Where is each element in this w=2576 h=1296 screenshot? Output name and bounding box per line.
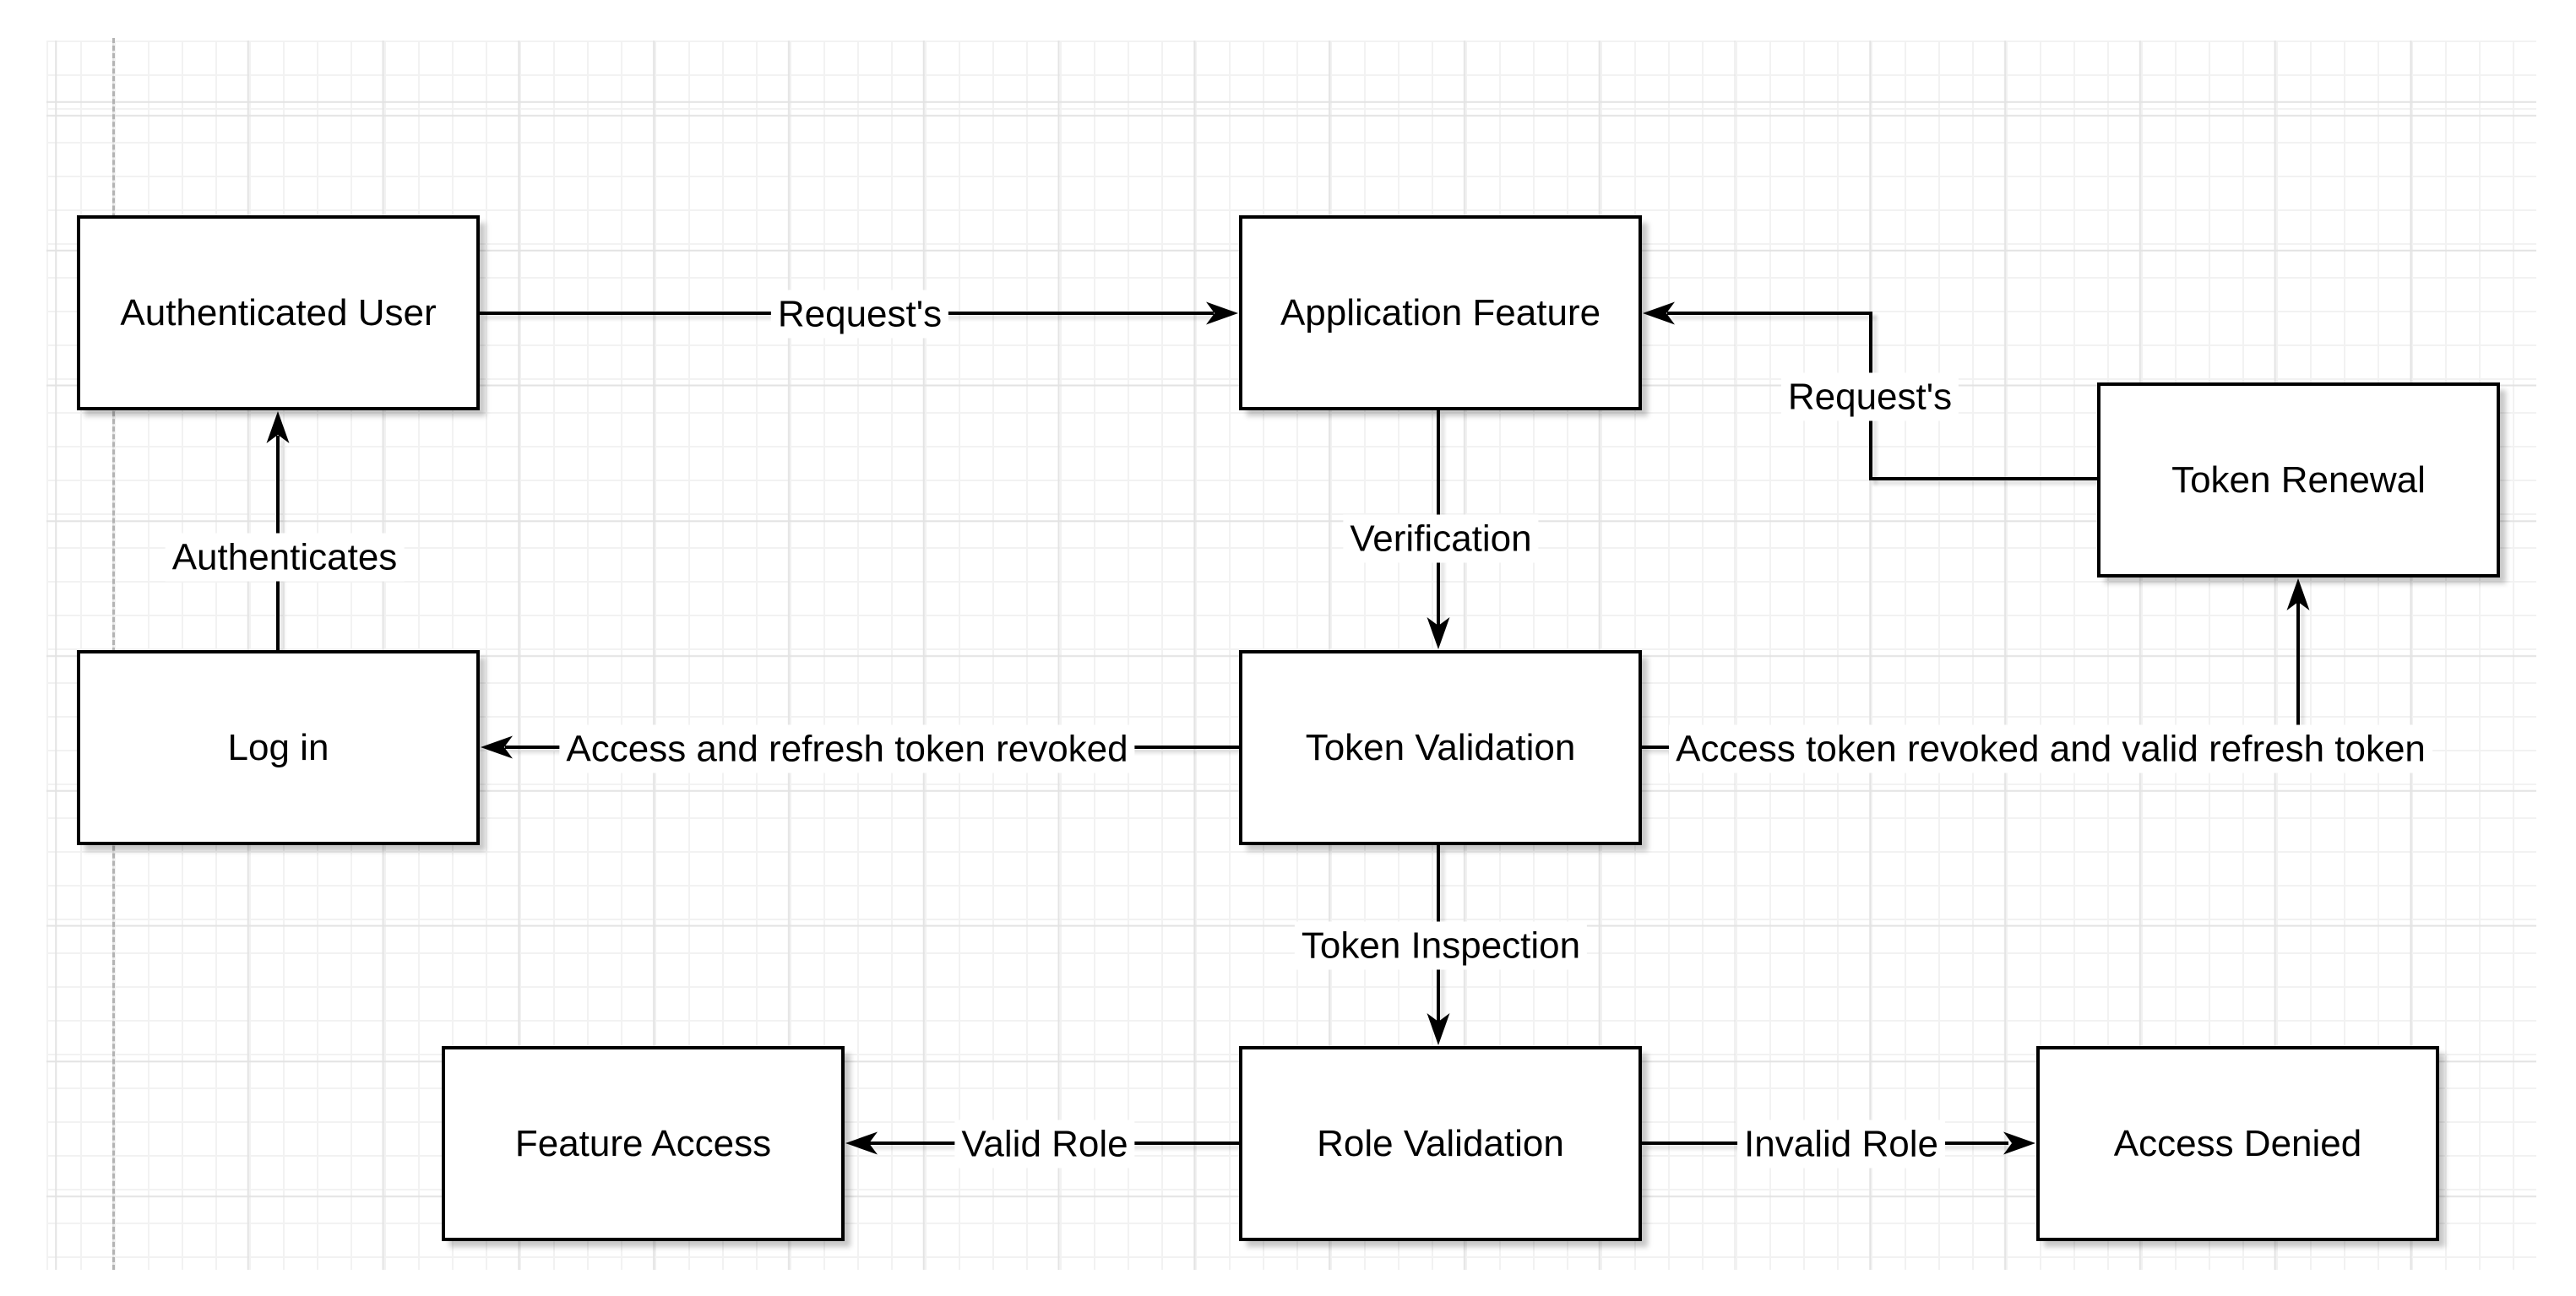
edge-label-requests-1: Request's [770, 290, 949, 339]
node-token-validation[interactable]: Token Validation [1239, 650, 1642, 845]
edge-user-requests-feature-arrowhead-icon [1205, 301, 1239, 326]
edge-label-access-refresh-revoked: Access and refresh token revoked [559, 724, 1135, 773]
node-role-validation[interactable]: Role Validation [1239, 1046, 1642, 1241]
edge-revoked-to-renewal-line-v [2296, 601, 2300, 749]
edge-token-inspection-arrowhead-icon [1426, 1012, 1451, 1046]
node-token-validation-label: Token Validation [1305, 726, 1576, 768]
edge-renewal-requests-line-h1 [1667, 312, 1872, 315]
node-feature-access-label: Feature Access [514, 1122, 772, 1164]
node-log-in-label: Log in [227, 726, 329, 768]
node-authenticated-user[interactable]: Authenticated User [77, 215, 480, 410]
node-authenticated-user-label: Authenticated User [120, 291, 437, 333]
node-token-renewal[interactable]: Token Renewal [2097, 382, 2500, 578]
node-log-in[interactable]: Log in [77, 650, 480, 845]
node-role-validation-label: Role Validation [1317, 1122, 1564, 1164]
node-application-feature[interactable]: Application Feature [1239, 215, 1642, 410]
edge-renewal-requests-line-h2 [1869, 477, 2097, 480]
node-application-feature-label: Application Feature [1280, 291, 1601, 333]
edge-label-access-token-revoked-valid-refresh: Access token revoked and valid refresh t… [1669, 724, 2432, 773]
node-access-denied[interactable]: Access Denied [2036, 1046, 2439, 1241]
edge-revoked-to-login-arrowhead-icon [480, 735, 514, 760]
node-token-renewal-label: Token Renewal [2171, 458, 2426, 501]
edge-invalid-role-arrowhead-icon [2003, 1131, 2036, 1156]
edge-renewal-requests-arrowhead-icon [1642, 301, 1676, 326]
edge-verification-arrowhead-icon [1426, 616, 1451, 650]
edge-label-verification: Verification [1343, 514, 1539, 563]
node-feature-access[interactable]: Feature Access [442, 1046, 845, 1241]
edge-label-token-inspection: Token Inspection [1294, 921, 1588, 970]
edge-label-valid-role: Valid Role [954, 1120, 1135, 1169]
edge-label-requests-2: Request's [1780, 372, 1959, 421]
edge-label-invalid-role: Invalid Role [1737, 1120, 1945, 1169]
node-access-denied-label: Access Denied [2113, 1122, 2362, 1164]
edge-authenticates-arrowhead-icon [265, 410, 291, 444]
edge-label-authenticates: Authenticates [165, 533, 405, 582]
edge-revoked-to-renewal-arrowhead-icon [2285, 578, 2311, 611]
edge-valid-role-arrowhead-icon [845, 1131, 878, 1156]
